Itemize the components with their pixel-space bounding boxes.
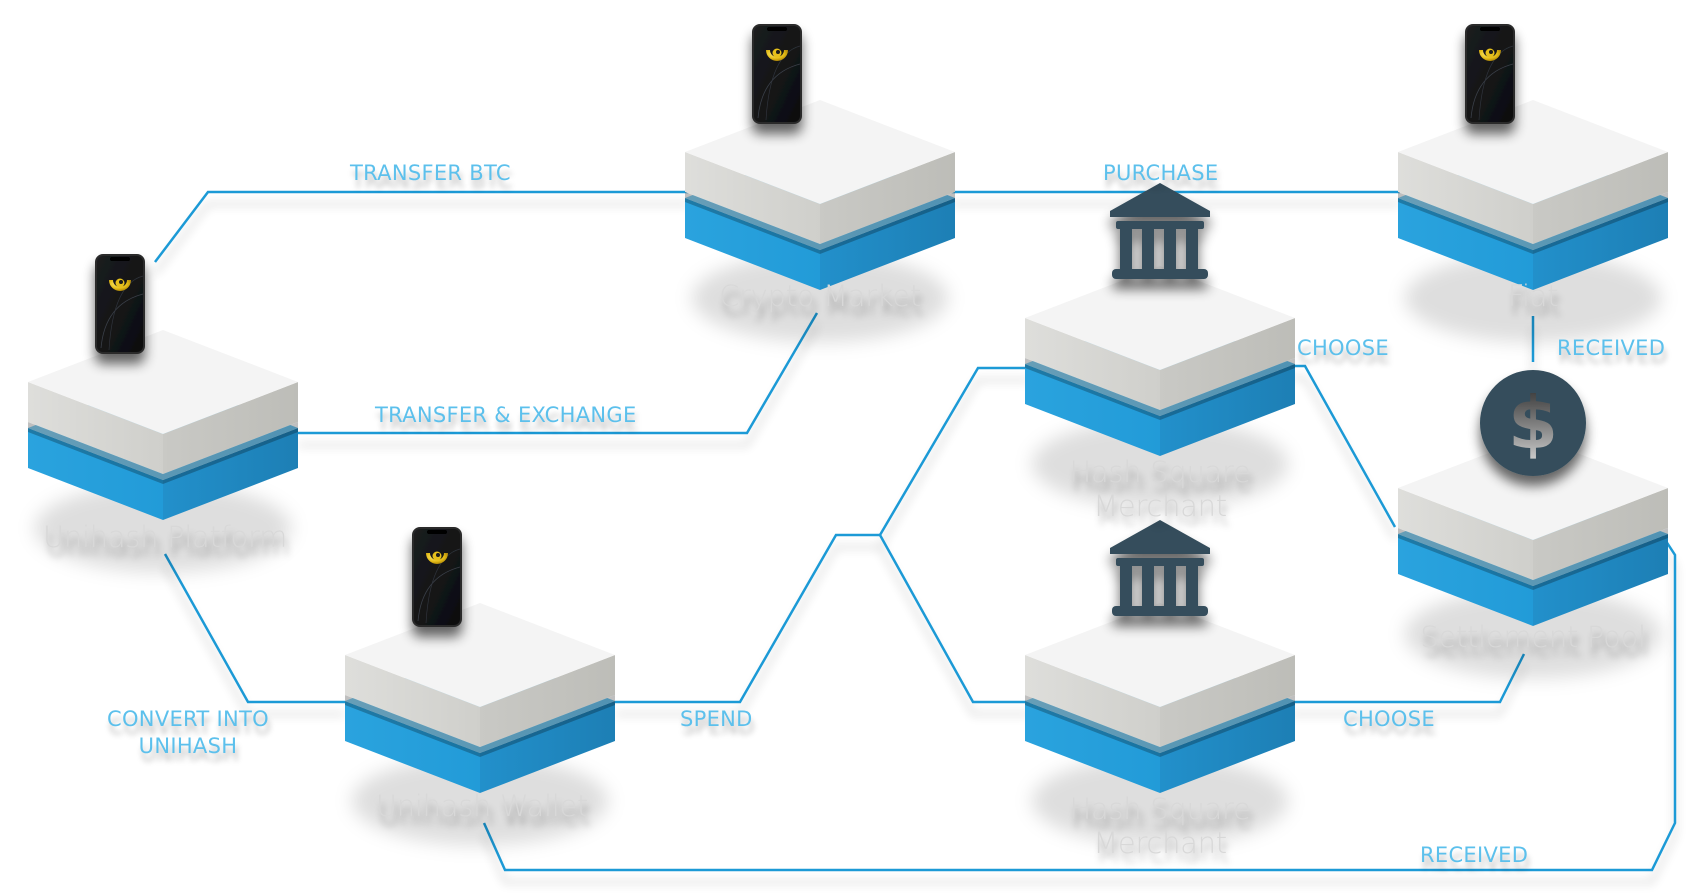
platform-shadow <box>1031 419 1289 509</box>
connector-split-lower <box>878 534 1030 704</box>
node-label-hs2-line-2: Merchant <box>1093 826 1227 860</box>
edge-label-convert-line-2: UNIHASH <box>138 734 238 758</box>
dollar-coin-icon: $ <box>1480 370 1586 476</box>
edge-label-received-wallet: RECEIVED <box>1420 843 1529 867</box>
node-label-unihash-platform: Unihash Platform <box>42 520 288 554</box>
grey-slab-left <box>1025 655 1160 747</box>
platform-hash-square-merchant-1[interactable] <box>1025 183 1295 509</box>
edge-label-convert-line-1: CONVERT INTO <box>107 707 269 731</box>
grey-slab-top <box>685 100 955 204</box>
horseshoe-logo-icon <box>766 48 788 61</box>
node-label-hs1-line-1: Hash Square <box>1069 455 1251 489</box>
grey-slab-left <box>1398 152 1533 244</box>
platform-crypto-market[interactable] <box>685 24 955 343</box>
node-label-hash-square-merchant-2: Hash Square Merchant <box>995 792 1325 860</box>
grey-slab-left <box>1025 318 1160 410</box>
blue-slab-left <box>1398 534 1533 626</box>
grey-slab-top <box>28 330 298 434</box>
horseshoe-logo-icon <box>109 278 131 291</box>
grey-slab-top <box>1398 436 1668 540</box>
platform-shadow <box>691 253 949 343</box>
grey-slab-top <box>1025 266 1295 370</box>
platform-hash-square-merchant-2[interactable] <box>1025 520 1295 846</box>
platform-unihash-platform[interactable] <box>28 254 298 573</box>
blue-slab-left <box>1025 701 1160 793</box>
blue-slab-right <box>1160 364 1295 456</box>
phone-icon <box>1465 24 1515 124</box>
horseshoe-logo-icon <box>426 551 448 564</box>
node-label-unihash-wallet: Unihash Wallet <box>375 789 589 823</box>
edge-label-transfer-exchange: TRANSFER & EXCHANGE <box>375 403 637 427</box>
edge-label-transfer-btc: TRANSFER BTC <box>350 161 511 185</box>
edge-label-choose-2: CHOOSE <box>1343 707 1435 731</box>
blue-slab-right <box>1533 198 1668 290</box>
grey-slab-right <box>1533 152 1668 244</box>
grey-slab-left <box>28 382 163 474</box>
platform-unihash-wallet[interactable] <box>345 527 615 846</box>
blue-slab-right <box>1160 701 1295 793</box>
connector-transfer-btc <box>154 190 690 263</box>
blue-slab-left <box>1398 198 1533 290</box>
blue-slab-left <box>28 428 163 520</box>
grey-slab-top <box>1398 100 1668 204</box>
phone-icon <box>95 254 145 354</box>
phone-icon <box>752 24 802 124</box>
edge-label-purchase: PURCHASE <box>1103 161 1219 185</box>
horseshoe-logo-icon <box>1479 48 1501 61</box>
node-label-hs2-line-1: Hash Square <box>1069 792 1251 826</box>
edge-label-choose-1: CHOOSE <box>1297 336 1389 360</box>
platform-shadow <box>1404 589 1662 679</box>
platform-shadow <box>1031 756 1289 846</box>
edge-label-received-fiat: RECEIVED <box>1557 336 1666 360</box>
platform-fiat[interactable] <box>1398 24 1668 343</box>
bank-icon <box>1110 183 1210 279</box>
platform-shadow <box>34 483 292 573</box>
svg-text:$: $ <box>1508 381 1558 465</box>
node-label-crypto-market: Crypto Market <box>719 279 921 313</box>
connector-spend <box>615 533 880 704</box>
blue-slab-right <box>480 701 615 793</box>
node-label-hs1-line-2: Merchant <box>1093 489 1227 523</box>
phone-icon <box>412 527 462 627</box>
grey-slab-right <box>1160 318 1295 410</box>
connector-received-wallet <box>482 534 1677 872</box>
connector-split-upper <box>878 366 1030 536</box>
grey-slab-right <box>163 382 298 474</box>
blue-slab-left <box>345 701 480 793</box>
blue-slab-left <box>685 198 820 290</box>
blue-slab-left <box>1025 364 1160 456</box>
blue-slab-right <box>163 428 298 520</box>
grey-slab-right <box>1160 655 1295 747</box>
grey-slab-left <box>685 152 820 244</box>
platform-nodes: $ <box>28 24 1668 846</box>
edge-label-convert: CONVERT INTO UNIHASH <box>88 706 288 760</box>
connector-transfer-exchange <box>298 312 819 435</box>
grey-slab-right <box>480 655 615 747</box>
node-label-hash-square-merchant-1: Hash Square Merchant <box>995 455 1325 523</box>
blue-slab-right <box>1533 534 1668 626</box>
blue-slab-right <box>820 198 955 290</box>
grey-slab-top <box>345 603 615 707</box>
connector-convert <box>163 553 345 704</box>
grey-slab-right <box>1533 488 1668 580</box>
bank-icon <box>1110 520 1210 616</box>
platform-settlement-pool[interactable]: $ <box>1398 370 1668 679</box>
grey-slab-left <box>345 655 480 747</box>
grey-slab-top <box>1025 603 1295 707</box>
platform-shadow <box>351 756 609 846</box>
node-label-fiat: Fiat <box>1507 279 1559 313</box>
edge-label-spend: SPEND <box>680 707 753 731</box>
node-label-settlement-pool: Settlement Pool <box>1420 620 1646 654</box>
platform-shadow <box>1404 253 1662 343</box>
grey-slab-left <box>1398 488 1533 580</box>
grey-slab-right <box>820 152 955 244</box>
